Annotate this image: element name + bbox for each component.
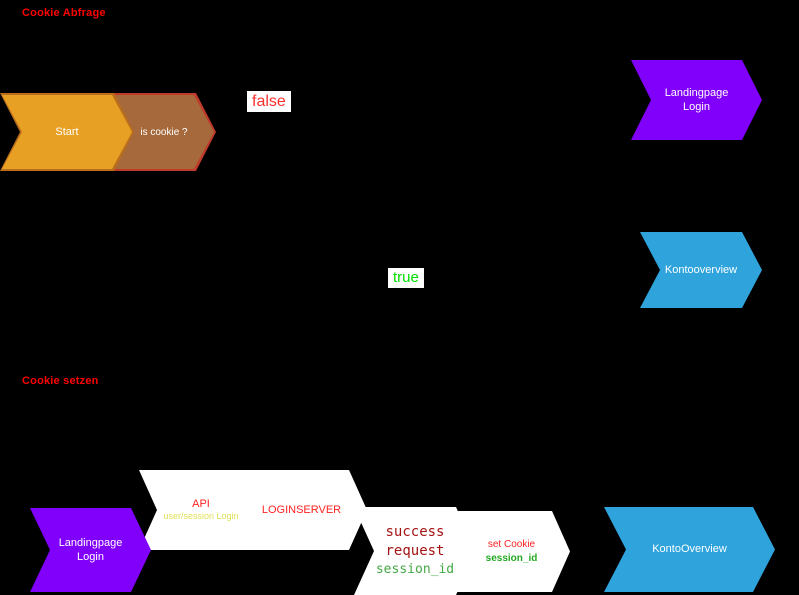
landingpage-login-top-line2: Login — [683, 101, 710, 113]
api-node-subtitle: user/session Login — [163, 511, 239, 522]
section-label-cookie-setzen: Cookie setzen — [22, 375, 99, 387]
is-cookie-node-label: is cookie ? — [140, 126, 188, 138]
landingpage-login-bottom-line1: Landingpage — [58, 536, 123, 549]
success-line: success — [385, 524, 445, 541]
start-node-label: Start — [55, 125, 79, 138]
success-request-node: success request session_id — [354, 507, 476, 595]
edge-label-true: true — [388, 268, 424, 288]
loginserver-node: LOGINSERVER — [236, 470, 367, 550]
api-node-title: API — [192, 498, 210, 510]
kontooverview-top-label: Kontooverview — [664, 263, 738, 276]
landingpage-login-top-node: Landingpage Login — [631, 60, 762, 140]
loginserver-node-label: LOGINSERVER — [261, 504, 342, 516]
landingpage-login-bottom-line2: Login — [77, 551, 104, 563]
section-label-cookie-abfrage: Cookie Abfrage — [22, 7, 106, 19]
start-node: Start — [0, 93, 134, 171]
set-cookie-session-id-label: session_id — [485, 552, 538, 564]
is-cookie-node: is cookie ? — [112, 93, 216, 171]
kontooverview-bottom-label: KontoOverview — [652, 543, 727, 556]
session-id-line: session_id — [375, 562, 455, 578]
kontooverview-top-node: Kontooverview — [640, 232, 762, 308]
edge-label-false: false — [247, 91, 291, 113]
request-line: request — [385, 543, 445, 560]
landingpage-login-top-line1: Landingpage — [664, 86, 729, 99]
kontooverview-bottom-node: KontoOverview — [604, 507, 775, 592]
landingpage-login-bottom-node: Landingpage Login — [30, 508, 151, 592]
set-cookie-label: set Cookie — [487, 538, 536, 550]
